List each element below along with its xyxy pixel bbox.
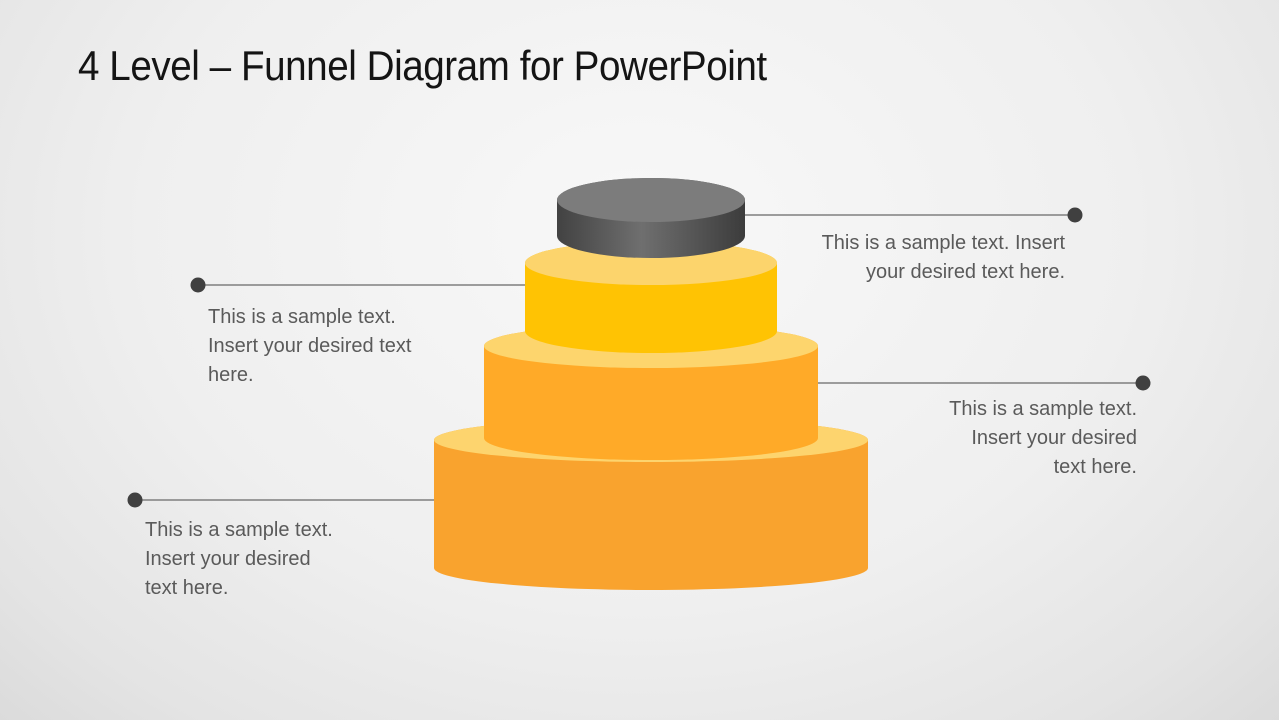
callout-text-line: Insert your desired	[145, 548, 311, 570]
callout-text-line: your desired text here.	[866, 261, 1065, 283]
callout-text-line: This is a sample text.	[949, 398, 1137, 420]
callout-text-line: This is a sample text.	[208, 306, 396, 328]
callout-text-line: This is a sample text.	[145, 519, 333, 541]
funnel-level-4-side	[434, 418, 868, 590]
callout-text-line: here.	[208, 364, 254, 386]
callout-text-level-2: This is a sample text. Insert your desir…	[208, 303, 470, 390]
callout-dot-level-1	[1067, 207, 1083, 223]
callout-dot-level-3	[1135, 375, 1151, 391]
callout-text-level-4: This is a sample text. Insert your desir…	[145, 516, 407, 603]
callout-text-level-3: This is a sample text. Insert your desir…	[857, 395, 1137, 482]
callout-text-line: This is a sample text. Insert	[821, 232, 1065, 254]
funnel-level-1-top	[557, 178, 745, 222]
callout-dot-level-4	[127, 492, 143, 508]
callout-text-line: Insert your desired text	[208, 335, 412, 357]
slide-title: 4 Level – Funnel Diagram for PowerPoint	[78, 42, 767, 89]
callout-text-level-1: This is a sample text. Insert your desir…	[765, 229, 1065, 287]
callout-dot-level-2	[190, 277, 206, 293]
callout-text-line: text here.	[145, 577, 229, 599]
callout-text-line: Insert your desired	[971, 427, 1137, 449]
callout-text-line: text here.	[1053, 456, 1137, 478]
